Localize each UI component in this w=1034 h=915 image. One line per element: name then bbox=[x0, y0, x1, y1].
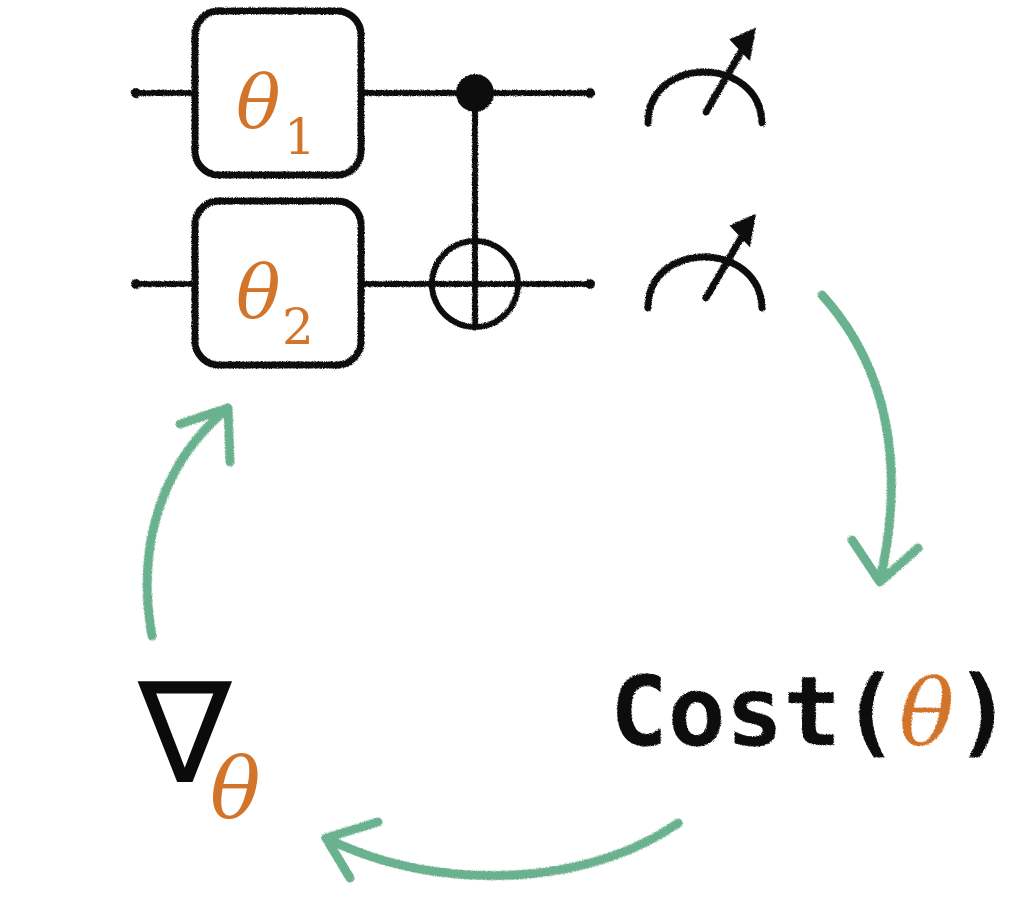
curved-arrow-icon bbox=[321, 817, 683, 883]
theta-symbol: θ bbox=[899, 660, 954, 767]
wire-endpoints bbox=[131, 88, 595, 289]
cost-prefix: Cost( bbox=[610, 656, 899, 768]
oplus-target-icon bbox=[429, 238, 521, 330]
optimization-loop-arrows bbox=[142, 290, 923, 883]
quantum-circuit bbox=[131, 7, 766, 369]
gate-2-label: θ 2 bbox=[236, 250, 314, 356]
theta-subscript: θ bbox=[210, 740, 261, 838]
meter-icon bbox=[644, 213, 766, 312]
theta-symbol: θ bbox=[236, 250, 281, 336]
parameter-gate-2 bbox=[191, 197, 365, 369]
control-dot-icon bbox=[456, 74, 494, 112]
gradient-label: ∇ θ bbox=[137, 653, 261, 838]
curved-arrow-icon bbox=[817, 290, 923, 587]
parameter-gate-1 bbox=[191, 7, 365, 179]
nabla-symbol: ∇ bbox=[137, 653, 233, 816]
gate-1-subscript: 1 bbox=[284, 108, 316, 166]
cost-function-label: Cost(θ) bbox=[610, 656, 1012, 768]
cnot-gate bbox=[429, 74, 521, 330]
meter-icon bbox=[644, 27, 766, 127]
curved-arrow-icon bbox=[142, 403, 235, 641]
cost-suffix: ) bbox=[954, 656, 1012, 768]
theta-symbol: θ bbox=[236, 60, 281, 146]
gate-1-label: θ 1 bbox=[236, 60, 316, 166]
gate-2-subscript: 2 bbox=[282, 298, 314, 356]
